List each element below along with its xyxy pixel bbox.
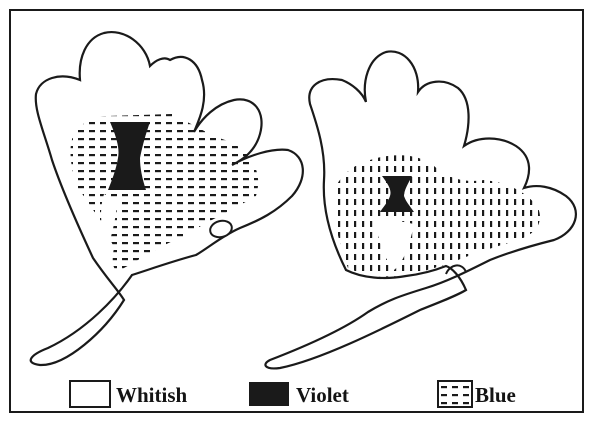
- legend-violet-swatch: [249, 382, 289, 406]
- legend-whitish-swatch: [70, 381, 110, 407]
- legend-whitish-label: Whitish: [116, 383, 188, 407]
- legend-blue-label: Blue: [475, 383, 516, 407]
- legend-violet-label: Violet: [296, 383, 349, 407]
- legend-blue-swatch: [438, 381, 472, 407]
